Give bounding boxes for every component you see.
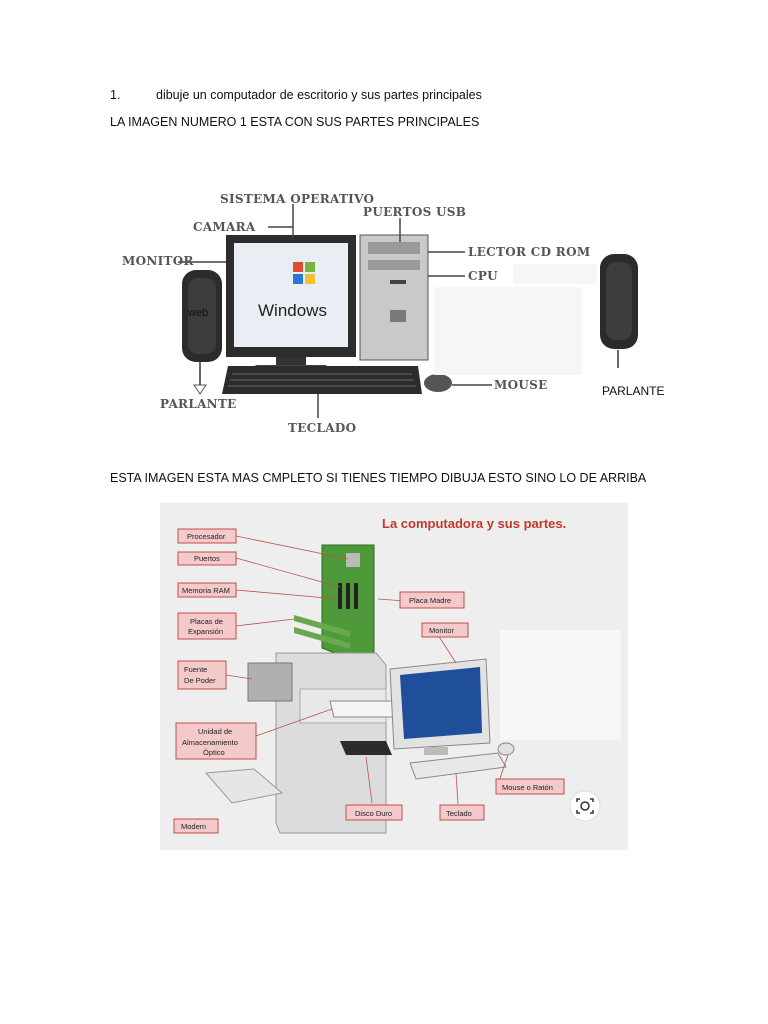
windows-logo-text: Windows (258, 301, 327, 320)
keyboard-illustration-2 (409, 752, 507, 780)
label-lector-cd-rom: LECTOR CD ROM (468, 245, 590, 259)
label-puertos: Puertos (177, 551, 237, 566)
label-modem: Modem (173, 818, 219, 834)
speaker-right (600, 254, 638, 368)
svg-text:Unidad de: Unidad de (198, 727, 232, 736)
svg-text:Memoria RAM: Memoria RAM (182, 586, 230, 595)
label-camara: CAMARA (193, 220, 256, 234)
keyboard-illustration (222, 366, 422, 394)
optical-drive-illustration (329, 700, 401, 718)
svg-text:Fuente: Fuente (184, 665, 207, 674)
label-teclado: TECLADO (288, 421, 356, 435)
svg-text:Teclado: Teclado (446, 809, 472, 818)
svg-text:Modem: Modem (181, 822, 206, 831)
figure-desktop-computer: Windows (110, 180, 670, 445)
label-memoria-ram: Memoria RAM (177, 582, 237, 598)
svg-text:Disco Duro: Disco Duro (355, 809, 392, 818)
caption-1: LA IMAGEN NUMERO 1 ESTA CON SUS PARTES P… (110, 115, 480, 129)
label-web: web (187, 307, 208, 319)
diagram-title: La computadora y sus partes. (382, 516, 566, 531)
svg-text:Monitor: Monitor (429, 626, 455, 635)
svg-text:Placa Madre: Placa Madre (409, 596, 451, 605)
image-search-icon[interactable] (569, 790, 601, 822)
monitor-illustration: Windows (226, 235, 356, 371)
svg-text:Procesador: Procesador (187, 532, 226, 541)
svg-text:De Poder: De Poder (184, 676, 216, 685)
monitor-illustration-2 (389, 658, 491, 755)
mouse-illustration-2 (497, 742, 515, 756)
label-placas-expansion: Placas de Expansión (177, 612, 237, 640)
label-monitor: MONITOR (122, 254, 195, 268)
svg-text:Óptico: Óptico (203, 748, 225, 757)
svg-text:Puertos: Puertos (194, 554, 220, 563)
label-monitor-2: Monitor (421, 622, 469, 638)
label-unidad-optico: Unidad de Almacenamiento Óptico (175, 722, 257, 760)
speaker-left (182, 270, 222, 395)
label-placa-madre: Placa Madre (399, 591, 465, 609)
parts-diagram: La computadora y sus partes. (160, 503, 628, 850)
hard-disk-illustration (340, 741, 392, 755)
mouse-illustration (424, 374, 452, 392)
label-teclado-2: Teclado (439, 804, 485, 821)
cpu-tower-illustration (359, 234, 429, 361)
label-mouse-raton: Mouse o Ratón (495, 778, 565, 795)
label-puertos-usb: PUERTOS USB (363, 205, 466, 219)
label-mouse: MOUSE (494, 378, 548, 392)
label-parlante-right: PARLANTE (602, 384, 664, 398)
label-parlante-left: PARLANTE (160, 397, 237, 411)
svg-text:Mouse o Ratón: Mouse o Ratón (502, 783, 553, 792)
label-fuente-poder: Fuente De Poder (177, 660, 227, 690)
figure-computer-parts: La computadora y sus partes. (160, 503, 628, 850)
label-cpu: CPU (468, 269, 498, 283)
desktop-illustration: Windows (122, 192, 664, 435)
svg-text:Expansión: Expansión (188, 627, 223, 636)
label-disco-duro: Disco Duro (345, 804, 403, 821)
label-sistema-operativo: SISTEMA OPERATIVO (220, 192, 374, 206)
power-supply-illustration (247, 662, 293, 702)
label-procesador: Procesador (177, 528, 237, 544)
modem-illustration (204, 768, 284, 804)
heading-text: dibuje un computador de escritorio y sus… (156, 88, 482, 102)
list-number: 1. (110, 88, 121, 102)
svg-text:Almacenamiento: Almacenamiento (182, 738, 238, 747)
svg-text:Placas de: Placas de (190, 617, 223, 626)
caption-2: ESTA IMAGEN ESTA MAS CMPLETO SI TIENES T… (110, 471, 647, 485)
